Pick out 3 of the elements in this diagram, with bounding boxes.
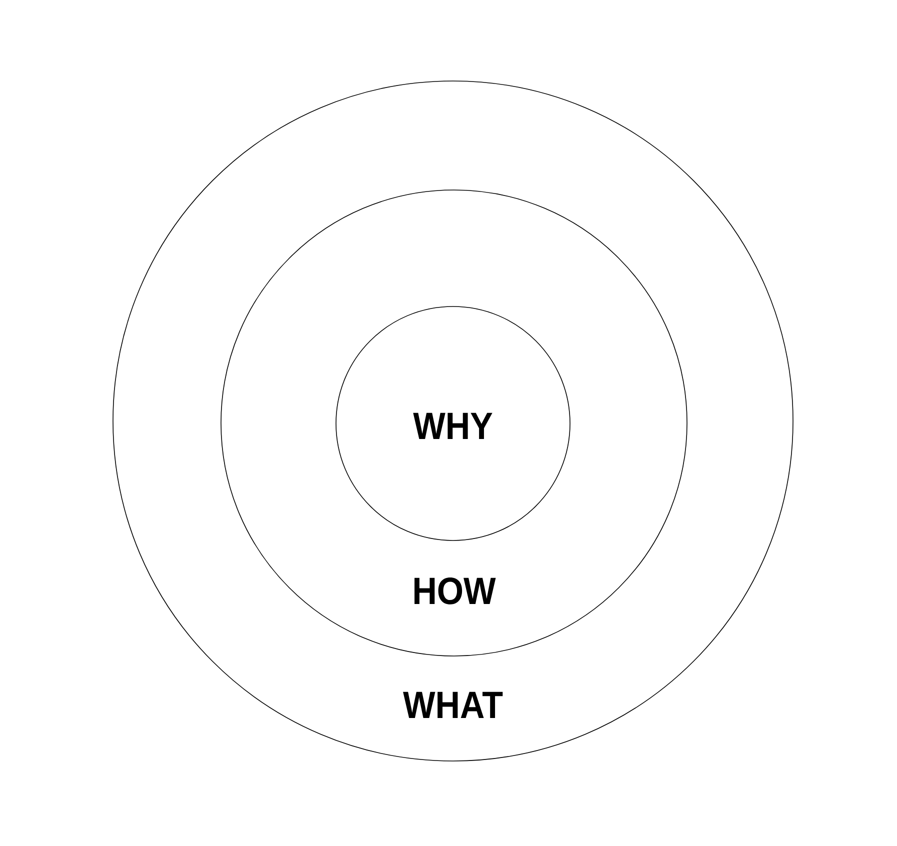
circle-label: HOW [414,577,496,604]
circle-label: WHY [413,412,492,439]
circle-label: WHAT [403,692,503,718]
